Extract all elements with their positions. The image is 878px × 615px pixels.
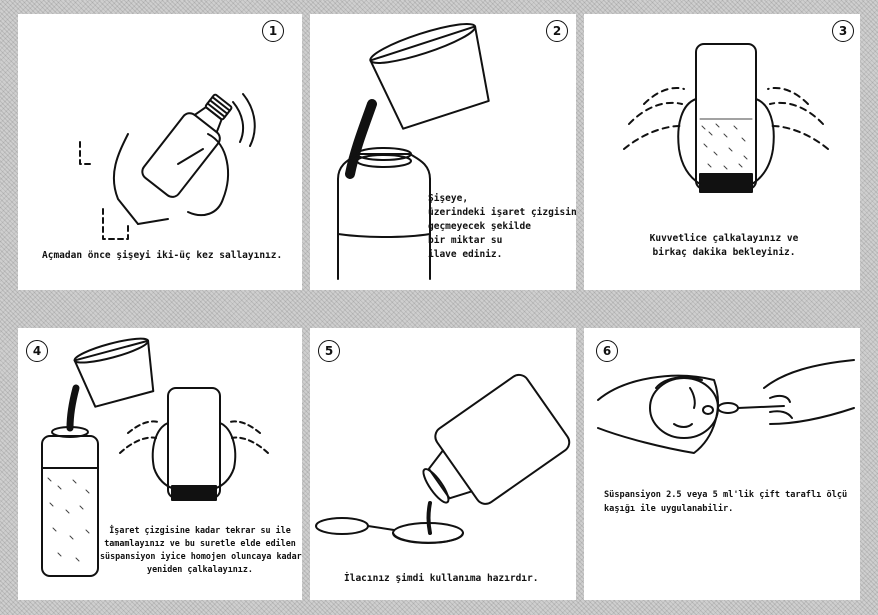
caption-line: Açmadan önce şişeyi iki-üç kez sallayını… — [42, 250, 283, 261]
shaking-bottle-icon — [79, 93, 256, 240]
pouring-water-icon — [337, 22, 490, 280]
step-number-5: 5 — [318, 340, 340, 362]
caption-line: üzerindeki işaret çizgisini — [428, 207, 576, 218]
step-number-2: 2 — [546, 20, 568, 42]
step-panel-2: 2 Şişeye, üzerindeki işaret çizgisini ge… — [310, 14, 576, 290]
caption-line: Şişeye, — [428, 193, 469, 204]
caption-line: bir miktar su — [428, 235, 503, 246]
step-caption-3: Kuvvetlice çalkalayınız ve birkaç dakika… — [644, 232, 804, 260]
step-caption-5: İlacınız şimdi kullanıma hazırdır. — [344, 572, 538, 586]
step-number-1: 1 — [262, 20, 284, 42]
feeding-baby-icon — [597, 359, 855, 454]
step-panel-3: 3 Kuvvetlice çalkalayınız ve birkaç daki… — [584, 14, 860, 290]
step-caption-6: Süspansiyon 2.5 veya 5 ml'lik çift taraf… — [604, 488, 847, 516]
step-panel-4: 4 İşaret çizgisine kadar tekrar su ile t… — [18, 328, 302, 600]
caption-line: Kuvvetlice çalkalayınız ve — [649, 233, 799, 244]
refill-and-shake-icon — [41, 337, 269, 577]
pouring-into-spoon-icon — [315, 373, 571, 544]
step-number-6: 6 — [596, 340, 618, 362]
caption-line: süspansiyon iyice homojen oluncaya kadar — [100, 551, 302, 561]
caption-line: İlacınız şimdi kullanıma hazırdır. — [344, 573, 539, 584]
caption-line: geçmeyecek şekilde — [428, 221, 531, 232]
step-caption-4: İşaret çizgisine kadar tekrar su ile tam… — [100, 524, 302, 576]
caption-line: Süspansiyon 2.5 veya 5 ml'lik çift taraf… — [604, 490, 848, 500]
step-caption-2: Şişeye, üzerindeki işaret çizgisini geçm… — [428, 192, 576, 262]
step-panel-5: 5 İlacınız şimdi kullanıma hazırdır. — [310, 328, 576, 600]
caption-line: kaşığı ile uygulanabilir. — [604, 504, 734, 514]
step-number-3: 3 — [832, 20, 854, 42]
caption-line: tamamlayınız ve bu suretle elde edilen — [104, 538, 296, 548]
step-caption-1: Açmadan önce şişeyi iki-üç kez sallayını… — [42, 249, 282, 263]
caption-line: birkaç dakika bekleyiniz. — [652, 247, 796, 258]
caption-line: yeniden çalkalayınız. — [147, 564, 253, 574]
caption-line: ilave ediniz. — [428, 249, 503, 260]
shaking-hands-icon — [623, 43, 829, 193]
step-number-4: 4 — [26, 340, 48, 362]
step-panel-1: 1 Açmadan önce şişeyi iki-üç kez sallayı… — [18, 14, 302, 290]
step-panel-6: 6 Süspansiyon 2.5 veya 5 ml'lik çift tar… — [584, 328, 860, 600]
caption-line: İşaret çizgisine kadar tekrar su ile — [109, 525, 291, 535]
